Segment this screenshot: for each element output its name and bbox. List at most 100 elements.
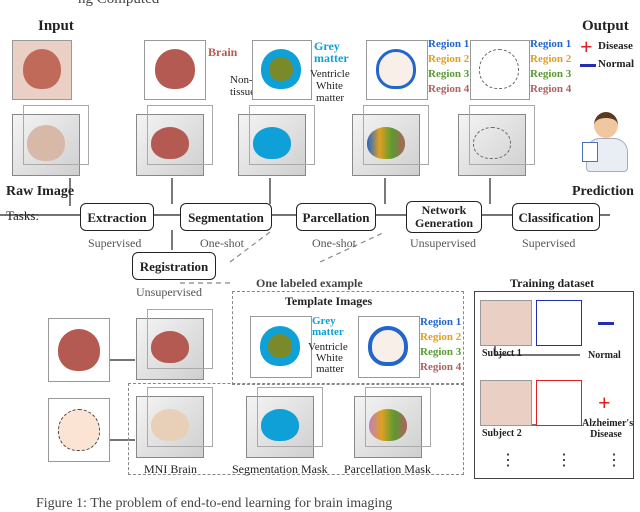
registered-cube-brain: [151, 331, 189, 363]
region2-label-net: Region 2: [530, 53, 572, 65]
extraction-step[interactable]: Extraction: [80, 203, 154, 231]
extracted-brain-shape: [155, 49, 195, 89]
segmentation-mask-label: Segmentation Mask: [232, 462, 328, 476]
doctor-icon: [582, 112, 630, 172]
template-images-box: [232, 291, 464, 385]
parcellation-brain-shape: [376, 49, 416, 89]
dots-col1: ⋮: [500, 452, 516, 469]
ventricle-label: Ventricle: [310, 68, 350, 80]
training-dataset-label: Training dataset: [510, 276, 595, 290]
registered-brain-shape: [58, 329, 100, 371]
region4-label-top: Region 4: [428, 83, 470, 95]
normal-minus-icon: [580, 64, 596, 67]
training-dataset-box: [474, 291, 634, 479]
extraction-thumb: [144, 40, 206, 100]
subject1-head-image: [480, 300, 532, 346]
registered-brain-cube: [136, 309, 213, 380]
template-white-label: White matter: [316, 352, 345, 375]
network-generation-sub: Unsupervised: [410, 236, 476, 250]
network-brain-outline: [479, 49, 519, 89]
template-white-shape: [268, 334, 292, 358]
subject1-label: Subject 1: [482, 348, 522, 359]
region3-label-top: Region 3: [428, 68, 470, 80]
input-head-cube: [12, 105, 89, 176]
dots-col3: ⋮: [606, 452, 622, 469]
network-cube: [458, 105, 535, 176]
subject2-head-image: [480, 380, 532, 426]
extraction-sub: Supervised: [88, 236, 142, 250]
template-region2-label: Region 2: [420, 331, 462, 343]
segmentation-sub: One-shot: [200, 236, 244, 250]
white-matter-label: White matter: [316, 80, 345, 104]
input-brain-shape: [23, 49, 61, 89]
mni-mask-shape: [58, 409, 100, 451]
figure-caption: Figure 1: The problem of end-to-end lear…: [36, 496, 393, 511]
mni-cube-brain: [151, 409, 189, 441]
segmentation-thumb: [252, 40, 312, 100]
template-seg-thumb: [250, 316, 312, 378]
seg-mask-cube-brain: [261, 409, 299, 441]
parcellation-mask-label: Parcellation Mask: [344, 462, 431, 476]
parc-mask-cube-brain: [369, 409, 407, 441]
disease-plus-icon: +: [580, 34, 593, 59]
normal-legend: Normal: [598, 58, 635, 70]
network-cube-brain: [473, 127, 511, 159]
network-generation-step[interactable]: Network Generation: [406, 201, 482, 233]
subject2-label: Subject 2: [482, 428, 522, 439]
top-cut-text: ng Computed: [78, 0, 159, 8]
dots-col2: ⋮: [556, 452, 572, 469]
region3-label-net: Region 3: [530, 68, 572, 80]
region1-label-net: Region 1: [530, 38, 572, 50]
parcellation-mask-cube: [354, 387, 431, 458]
input-header: Input: [38, 18, 74, 34]
doctor-clipboard: [582, 142, 598, 162]
registration-step[interactable]: Registration: [132, 252, 216, 280]
atlas-dashed-box: [128, 383, 464, 475]
parcellation-thumb: [366, 40, 428, 100]
output-header: Output: [582, 18, 629, 34]
segmentation-step[interactable]: Segmentation: [180, 203, 272, 231]
doctor-head: [594, 112, 618, 138]
template-region4-label: Region 4: [420, 361, 462, 373]
parcellation-cube-brain: [367, 127, 405, 159]
region4-label-net: Region 4: [530, 83, 572, 95]
extraction-cube: [136, 105, 213, 176]
raw-image-label: Raw Image: [6, 184, 75, 199]
classification-sub: Supervised: [522, 236, 576, 250]
template-region3-label: Region 3: [420, 346, 462, 358]
mni-mask-thumb: [48, 398, 110, 462]
segmentation-cube: [238, 105, 315, 176]
mni-brain-cube: [136, 387, 213, 458]
registration-sub: Unsupervised: [136, 285, 202, 299]
mni-brain-label: MNI Brain: [144, 462, 197, 476]
region1-label-top: Region 1: [428, 38, 470, 50]
segmentation-cube-brain: [253, 127, 291, 159]
white-matter-shape: [269, 57, 293, 81]
registered-brain-thumb: [48, 318, 110, 382]
one-labeled-example-label: One labeled example: [256, 276, 363, 290]
template-region1-label: Region 1: [420, 316, 462, 328]
parcellation-sub: One-shot: [312, 236, 356, 250]
parcellation-cube: [352, 105, 429, 176]
brain-label: Brain: [208, 45, 238, 59]
disease-legend: Disease: [598, 40, 633, 52]
template-images-label: Template Images: [285, 294, 373, 308]
subject1-network: [536, 300, 582, 346]
subject2-network: [536, 380, 582, 426]
subject2-alzheimers-label: Alzheimer's Disease: [582, 418, 634, 440]
classification-step[interactable]: Classification: [512, 203, 600, 231]
grey-matter-label: Grey matter: [314, 39, 349, 65]
input-head-image: [12, 40, 72, 100]
extraction-cube-brain: [151, 127, 189, 159]
parcellation-step[interactable]: Parcellation: [296, 203, 376, 231]
template-ventricle-label: Ventricle: [308, 341, 348, 353]
region2-label-top: Region 2: [428, 53, 470, 65]
segmentation-mask-cube: [246, 387, 323, 458]
subject1-minus-icon: [598, 322, 614, 325]
head-cube-brain: [27, 125, 65, 161]
subject2-plus-icon: +: [598, 390, 611, 415]
prediction-label: Prediction: [572, 184, 634, 199]
network-thumb: [470, 40, 530, 100]
tasks-label: Tasks:: [6, 208, 40, 223]
template-parc-shape: [368, 326, 408, 366]
